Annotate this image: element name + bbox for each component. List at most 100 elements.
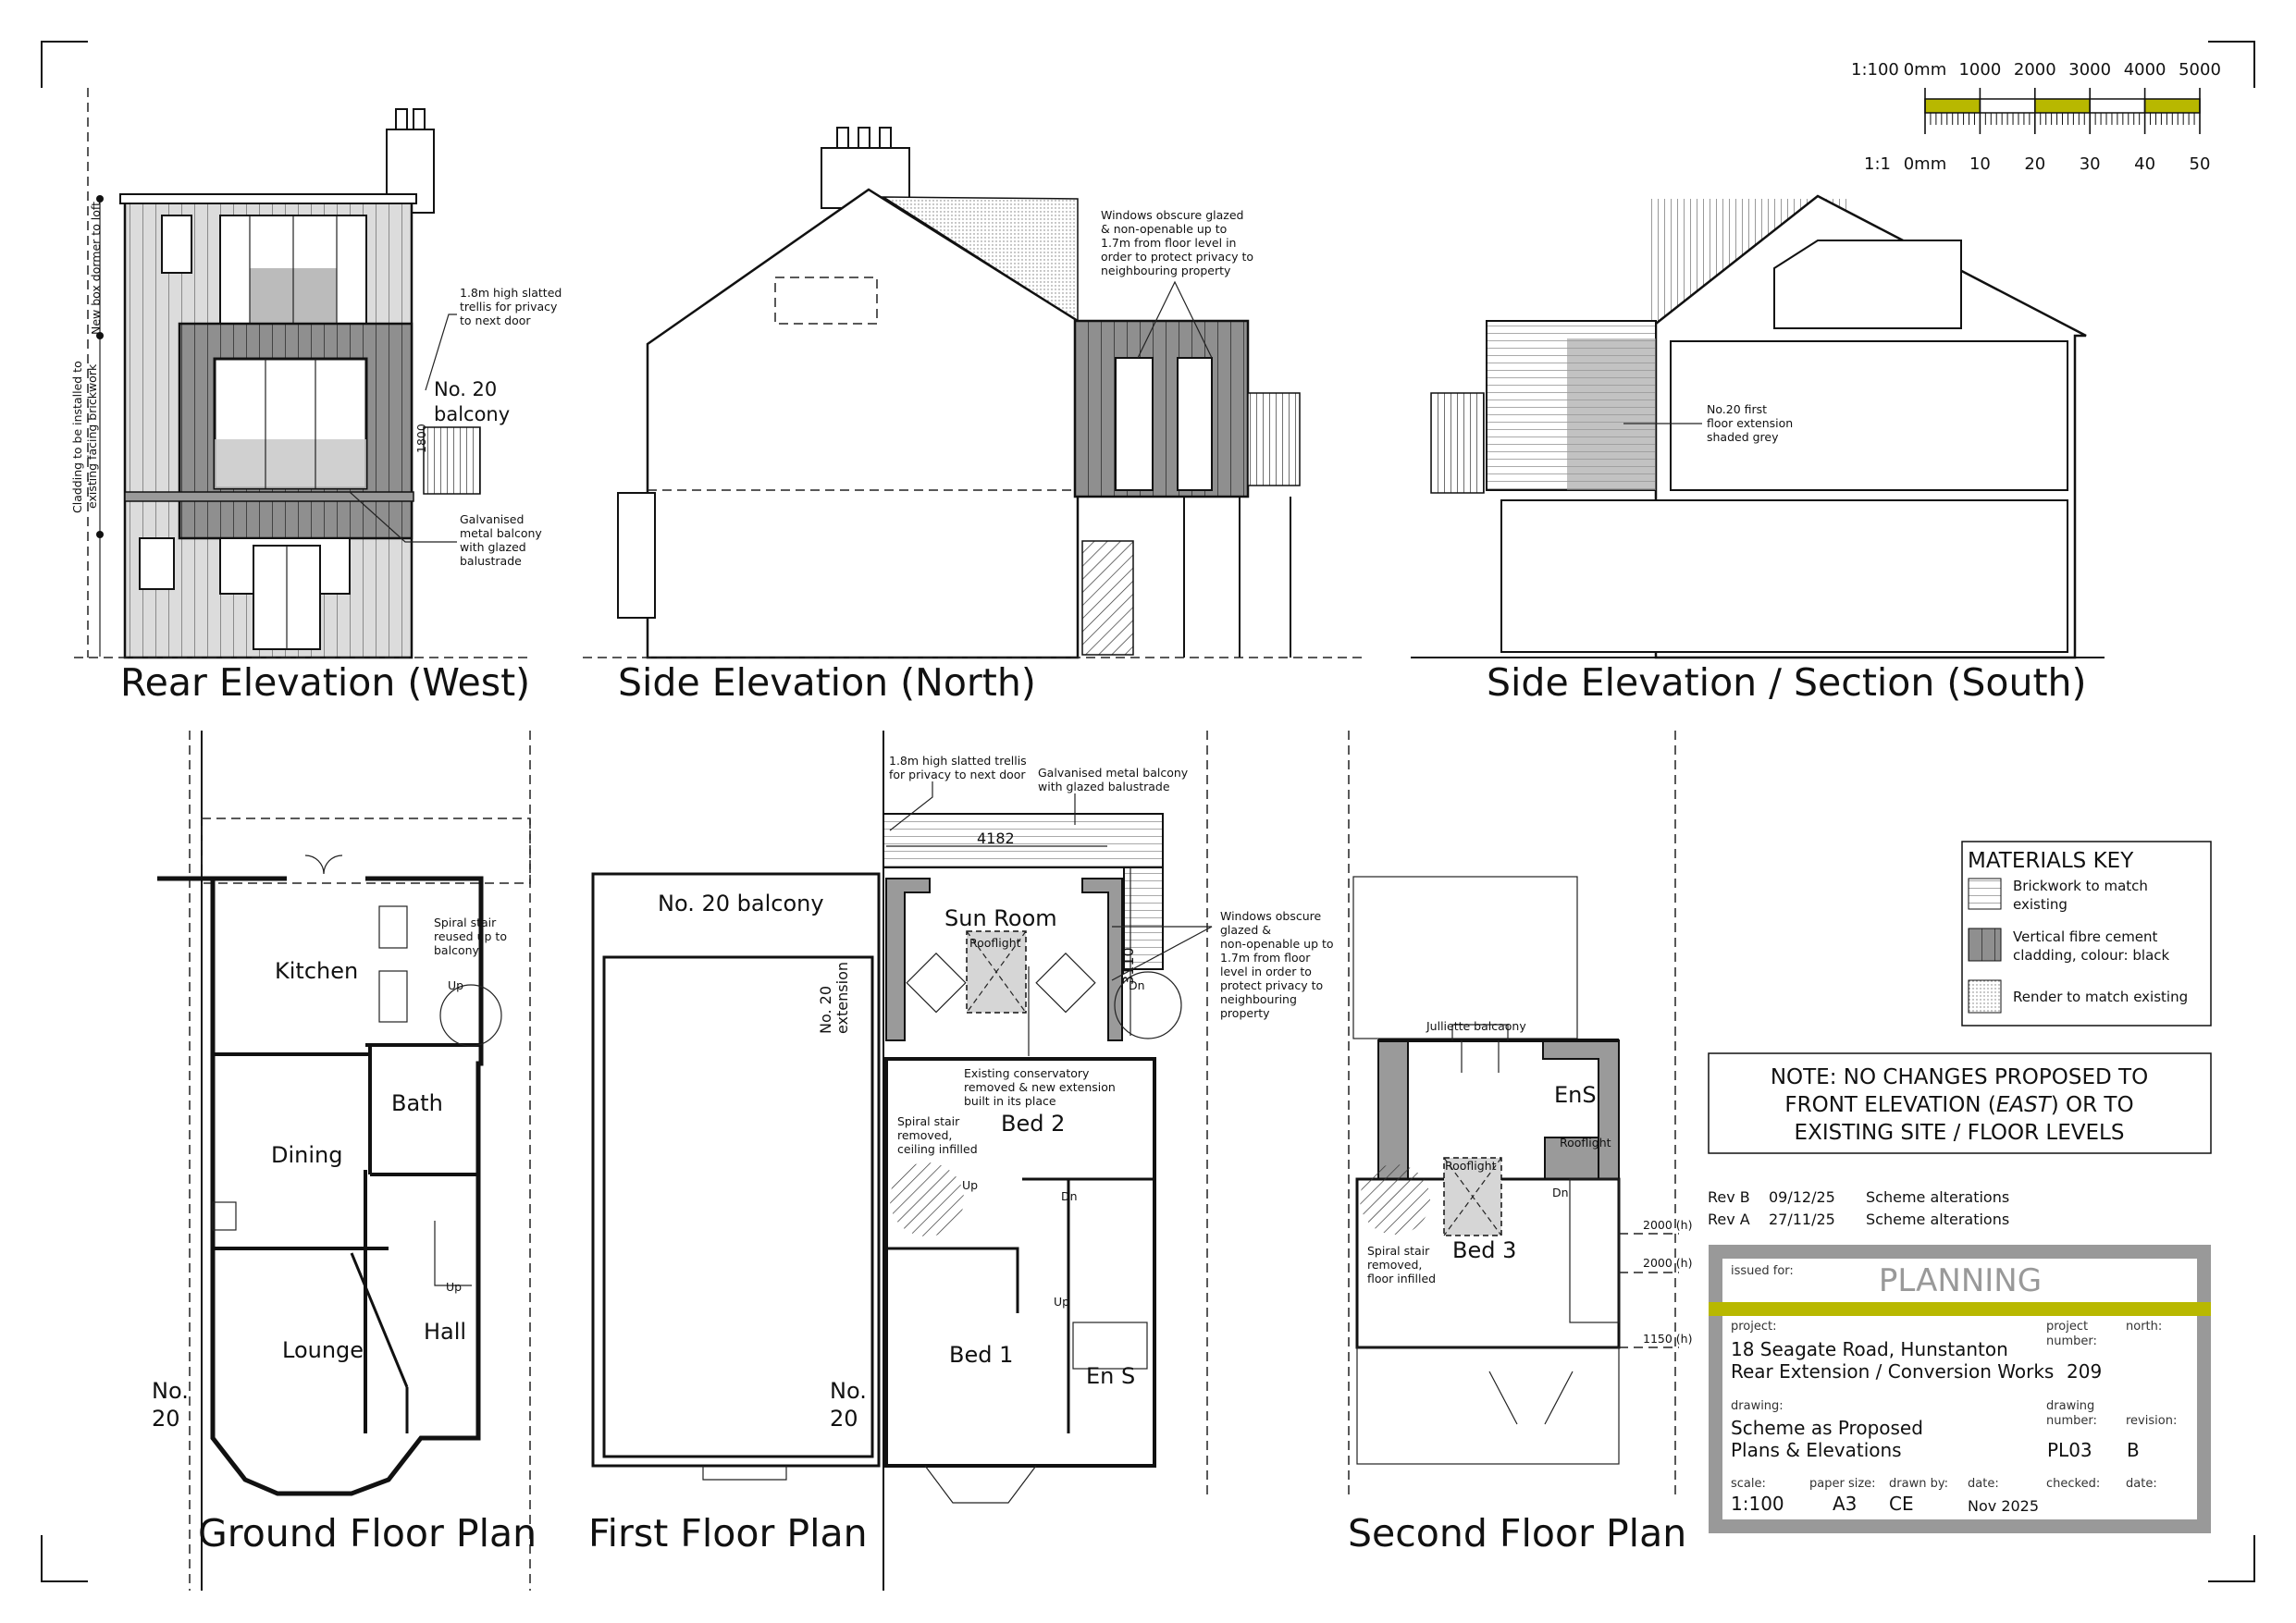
materials-key-item: Render to match existing: [2013, 989, 2188, 1005]
scale-bar-label: 50: [2190, 154, 2211, 174]
scale-bar-segment: [1924, 98, 1981, 114]
rooflight-label: Rooflight: [969, 936, 1021, 950]
up-label: Up: [446, 1280, 462, 1294]
scale-bar-segment: [2143, 98, 2201, 114]
leader-line: [349, 491, 457, 543]
project-name: 18 Seagate Road, Hunstanton: [1731, 1338, 2008, 1360]
neighbour-extension-label: No. 20extension: [817, 962, 851, 1034]
first-floor-title: First Floor Plan: [588, 1511, 868, 1555]
scale-bar-label: 0mm: [1904, 154, 1947, 174]
revision-id: Rev B: [1708, 1188, 1750, 1206]
armchair: [906, 953, 967, 1014]
dimension-3110: 3110: [1119, 947, 1137, 985]
revision-date: 27/11/25: [1769, 1211, 1835, 1228]
note-line: EXISTING SITE / FLOOR LEVELS: [1795, 1121, 2125, 1145]
dormer-roof-edge: [119, 193, 417, 204]
external-walls: [157, 876, 484, 1496]
note-line: NOTE: NO CHANGES PROPOSED TO: [1771, 1065, 2148, 1089]
dn-label: Dn: [1129, 978, 1145, 992]
revision-label: revision:: [2126, 1414, 2177, 1428]
juliette-balcony: [1451, 1024, 1509, 1073]
neighbour-balcony-label: No. 20 balcony: [658, 891, 824, 916]
sun-room-wall: [885, 878, 931, 1041]
neighbour-trellis: [1247, 392, 1301, 486]
leader-line: [425, 314, 457, 391]
chimney-pot: [395, 108, 408, 130]
title-block-accent-band: [1709, 1302, 2211, 1316]
french-doors: [304, 855, 343, 875]
sink: [378, 970, 408, 1023]
checked-date-label: date:: [2126, 1477, 2157, 1491]
scale-bar-label: 0mm: [1904, 60, 1947, 80]
scale-bar-label: 20: [2024, 154, 2045, 174]
note-line: FRONT ELEVATION (EAST) OR TO: [1784, 1093, 2133, 1117]
dormer-window: [161, 215, 192, 274]
brickwork-swatch: [1968, 878, 2002, 910]
drawing-number: PL03: [2047, 1439, 2092, 1461]
dimension-1800: 1800: [414, 424, 428, 453]
room-lounge: Lounge: [282, 1337, 364, 1363]
scale-bar-label: 4000: [2124, 60, 2166, 80]
issued-for-value: PLANNING: [1879, 1262, 2042, 1299]
room-hall: Hall: [424, 1319, 466, 1345]
balcony-slab: [124, 491, 414, 502]
neighbour-balcony-trellis: [423, 426, 481, 495]
sheet-corner-marks: [41, 41, 2255, 1582]
leader-line: [889, 781, 933, 831]
drawn-by-label: drawn by:: [1889, 1477, 1948, 1491]
dn-label: Dn: [1552, 1186, 1569, 1199]
project-number: 209: [2067, 1360, 2102, 1383]
drawing-label: drawing:: [1731, 1399, 1784, 1413]
internal-walls: [213, 1043, 481, 1433]
drawn-by-value: CE: [1889, 1493, 1914, 1515]
ground-floor-section: [1500, 499, 2068, 653]
neighbour-label: No.20: [830, 1378, 867, 1432]
materials-key-title: MATERIALS KEY: [1968, 849, 2134, 873]
scale-bar-label: 3000: [2068, 60, 2111, 80]
hob: [378, 905, 408, 949]
height-label: 2000 (h): [1643, 1218, 1692, 1232]
paper-size-label: paper size:: [1809, 1477, 1876, 1491]
neighbour-room: [602, 955, 874, 1458]
ground-floor-plan: Kitchen Dining Lounge Bath Hall No.20 Sp…: [152, 731, 537, 1591]
leader-line: [1137, 280, 1213, 359]
room-dining: Dining: [271, 1142, 342, 1168]
revision-value: B: [2127, 1439, 2140, 1461]
cladding-dimension-label: Cladding to be installed to: [70, 361, 84, 513]
scale-bar-label: 2000: [2014, 60, 2056, 80]
room-bed-1: Bed 1: [949, 1342, 1013, 1368]
rear-elevation: New box dormer to loft Cladding to be in…: [70, 88, 562, 705]
side-elevation-north: Windows obscure glazed& non-openable up …: [583, 127, 1364, 705]
scale-bottom-label: 1:1: [1864, 154, 1891, 174]
room-sun-room: Sun Room: [944, 905, 1057, 931]
armchair: [1035, 953, 1096, 1014]
render-swatch: [1968, 979, 2002, 1014]
attic-window: [1773, 240, 1962, 329]
scale-bar-label: 1000: [1958, 60, 2001, 80]
sun-room-wall: [1081, 878, 1123, 1041]
second-floor-plan: Julliette balcaony EnS Rooflight Rooflig…: [1348, 731, 1692, 1555]
scale-bar-segment: [2089, 98, 2146, 114]
rooflight-label: Rooflight: [1445, 1159, 1497, 1173]
drawing-title: Plans & Elevations: [1731, 1439, 1902, 1461]
room-bed-3: Bed 3: [1452, 1237, 1516, 1263]
drawing-title: Scheme as Proposed: [1731, 1417, 1923, 1439]
cladding-dimension-label: existing facing brickwork: [85, 363, 99, 509]
date-value: Nov 2025: [1968, 1497, 2039, 1515]
stair: [1569, 1178, 1620, 1323]
height-label: 1150 (h): [1643, 1332, 1692, 1346]
neighbour-extension-shaded: [1567, 338, 1656, 490]
